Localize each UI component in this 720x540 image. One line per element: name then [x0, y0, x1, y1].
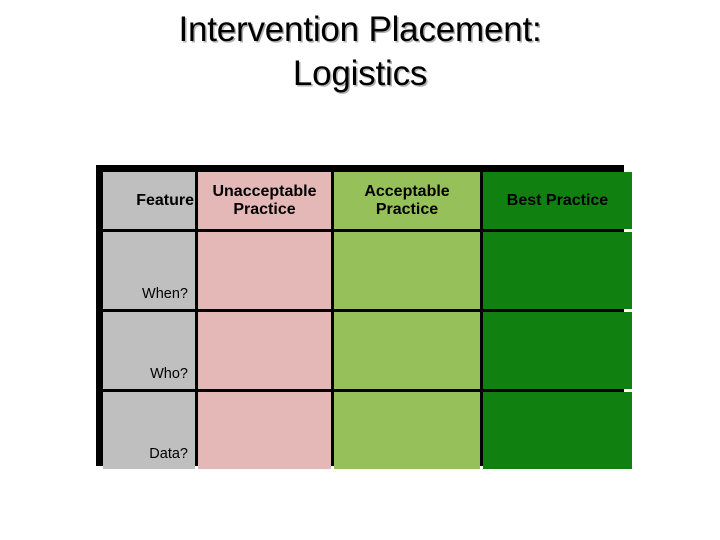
cell-who-best: [483, 312, 632, 389]
cell-data-acceptable: [334, 392, 480, 469]
practice-comparison-table: Feature Unacceptable Practice Acceptable…: [96, 165, 632, 469]
page-title: Intervention Placement: Logistics: [178, 10, 542, 93]
column-header-acceptable-practice: Acceptable Practice: [334, 172, 480, 229]
cell-who-unacceptable: [198, 312, 331, 389]
comparison-grid: Feature Unacceptable Practice Acceptable…: [100, 169, 635, 472]
table-row: Who?: [103, 312, 632, 389]
cell-who-acceptable: [334, 312, 480, 389]
column-header-best-practice: Best Practice: [483, 172, 632, 229]
column-header-feature: Feature: [103, 172, 195, 229]
cell-when-best: [483, 232, 632, 309]
cell-data-unacceptable: [198, 392, 331, 469]
table-row: When?: [103, 232, 632, 309]
table-row: Data?: [103, 392, 632, 469]
cell-when-acceptable: [334, 232, 480, 309]
row-label-data: Data?: [103, 392, 195, 469]
row-label-who: Who?: [103, 312, 195, 389]
cell-when-unacceptable: [198, 232, 331, 309]
column-header-unacceptable-practice: Unacceptable Practice: [198, 172, 331, 229]
cell-data-best: [483, 392, 632, 469]
row-label-when: When?: [103, 232, 195, 309]
table-header-row: Feature Unacceptable Practice Acceptable…: [103, 172, 632, 229]
